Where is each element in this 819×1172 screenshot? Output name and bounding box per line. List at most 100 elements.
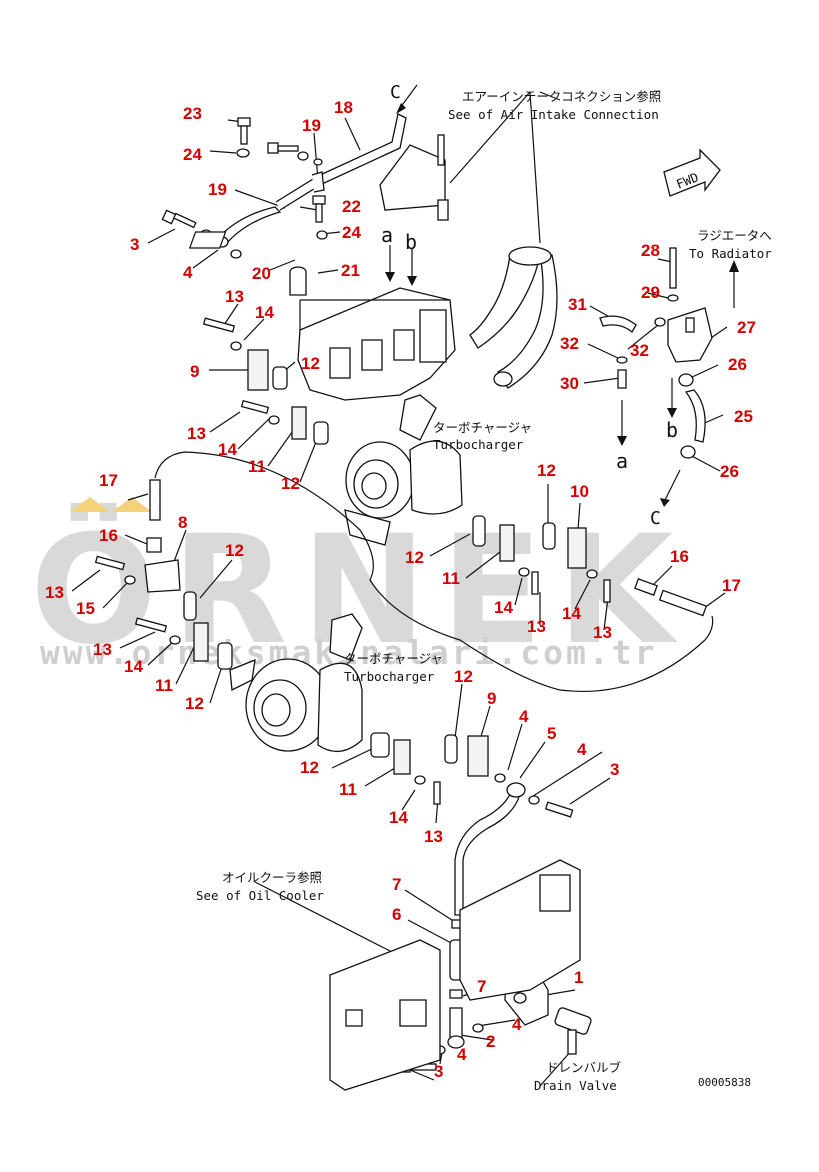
callout-16: 16: [99, 526, 118, 545]
callout-7: 7: [477, 977, 486, 996]
callout-4: 4: [577, 740, 587, 759]
callout-4: 4: [519, 707, 529, 726]
callout-30: 30: [560, 374, 579, 393]
exhaust-manifold-icon: [297, 287, 456, 401]
pipe-bracket-icon: [275, 113, 407, 211]
ref-oil-cooler-jp: オイルクーラ参照: [222, 870, 322, 885]
callout-7: 7: [392, 875, 401, 894]
callout-25: 25: [734, 407, 753, 426]
ref-drain-en: Drain Valve: [534, 1078, 617, 1093]
callout-16: 16: [670, 547, 689, 566]
turbocharger-icon: [344, 394, 463, 546]
thermostat-housing-icon: [599, 247, 713, 459]
callout-9: 9: [190, 362, 199, 381]
callout-26: 26: [728, 355, 747, 374]
callout-31: 31: [568, 295, 587, 314]
marker-b-top: b: [405, 230, 417, 254]
callout-4: 4: [457, 1045, 467, 1064]
flow-markers: C a b a b C: [381, 82, 678, 529]
callout-11: 11: [442, 569, 460, 588]
ref-radiator-en: To Radiator: [689, 246, 772, 261]
callout-9: 9: [487, 689, 496, 708]
ref-turbo-lower-jp: ターボチャージャ: [344, 651, 443, 666]
callout-12: 12: [537, 461, 556, 480]
callout-24: 24: [183, 145, 202, 164]
ref-radiator-jp: ラジエータへ: [697, 228, 772, 243]
gasket-icon: [183, 366, 556, 764]
reference-labels: エアーインテークコネクション参照 See of Air Intake Conne…: [196, 89, 772, 1093]
callout-11: 11: [248, 457, 266, 476]
drawing-code: 00005838: [698, 1076, 751, 1089]
callout-13: 13: [424, 827, 443, 846]
callout-13: 13: [187, 424, 206, 443]
flow-arrows: [385, 84, 739, 507]
callout-12: 12: [405, 548, 424, 567]
marker-c-top: C: [390, 82, 401, 103]
callout-6: 6: [392, 905, 401, 924]
callout-22: 22: [342, 197, 361, 216]
callout-12: 12: [281, 474, 300, 493]
callout-29: 29: [641, 283, 660, 302]
turbocharger-icon: [229, 613, 363, 752]
callout-10: 10: [570, 482, 589, 501]
callout-14: 14: [218, 440, 237, 459]
bolt-icon: [267, 142, 323, 166]
clamp-plate-icon: [188, 230, 328, 296]
oil-pipe-icon: [215, 206, 282, 248]
ref-turbo-upper-jp: ターボチャージャ: [433, 420, 532, 435]
callout-19: 19: [302, 116, 321, 135]
callout-12: 12: [454, 667, 473, 686]
marker-c-right: C: [650, 508, 661, 529]
callout-14: 14: [562, 604, 581, 623]
washer-icon: [236, 148, 250, 158]
marker-b-right: b: [666, 418, 678, 442]
ref-drain-jp: ドレンバルブ: [546, 1060, 622, 1075]
callout-12: 12: [301, 354, 320, 373]
bolt-icon: [237, 117, 251, 145]
callout-2: 2: [486, 1032, 495, 1051]
oil-cooler-plate-icon: [329, 859, 581, 1091]
marker-a-top: a: [381, 223, 393, 247]
callout-18: 18: [334, 98, 353, 117]
intake-elbow-icon: [469, 246, 558, 389]
callouts: 23 18 19 24 19 22 3 24 4 20 2 1 13 14 9 1…: [45, 98, 756, 1081]
sensor-hose-icon: [144, 451, 714, 693]
callout-3: 3: [434, 1062, 443, 1081]
callout-32: 32: [630, 341, 649, 360]
callout-17: 17: [722, 576, 741, 595]
ref-air-intake-jp: エアーインテークコネクション参照: [462, 89, 661, 104]
ref-turbo-lower-en: Turbocharger: [344, 669, 435, 684]
watermark-accent-icon: [70, 497, 152, 512]
callout-20: 20: [252, 264, 271, 283]
callout-3: 3: [610, 760, 619, 779]
callout-5: 5: [547, 724, 556, 743]
callout-11: 11: [339, 780, 357, 799]
marker-a-right: a: [616, 449, 628, 473]
callout-13: 13: [593, 623, 612, 642]
part-drawings: [94, 113, 721, 1091]
callout-28: 28: [641, 241, 660, 260]
callout-14: 14: [494, 598, 513, 617]
callout-24: 24: [342, 223, 361, 242]
forward-direction-icon: [663, 148, 721, 197]
callout-8: 8: [178, 513, 187, 532]
ref-air-intake-en: See of Air Intake Connection: [448, 107, 659, 122]
callout-13: 13: [527, 617, 546, 636]
callout-14: 14: [255, 303, 274, 322]
callout-11: 11: [155, 676, 173, 695]
callout-23: 23: [183, 104, 202, 123]
callout-12: 12: [185, 694, 204, 713]
callout-1: 1: [574, 968, 583, 987]
callout-13: 13: [45, 583, 64, 602]
callout-32: 32: [560, 334, 579, 353]
callout-4: 4: [183, 263, 193, 282]
ref-oil-cooler-en: See of Oil Cooler: [196, 888, 324, 903]
callout-3: 3: [130, 235, 139, 254]
air-intake-bracket-icon: [379, 134, 449, 221]
callout-19: 19: [208, 180, 227, 199]
ref-turbo-upper-en: Turbocharger: [433, 437, 524, 452]
bolt-icon: [94, 317, 611, 805]
callout-12: 12: [300, 758, 319, 777]
callout-13: 13: [93, 640, 112, 659]
